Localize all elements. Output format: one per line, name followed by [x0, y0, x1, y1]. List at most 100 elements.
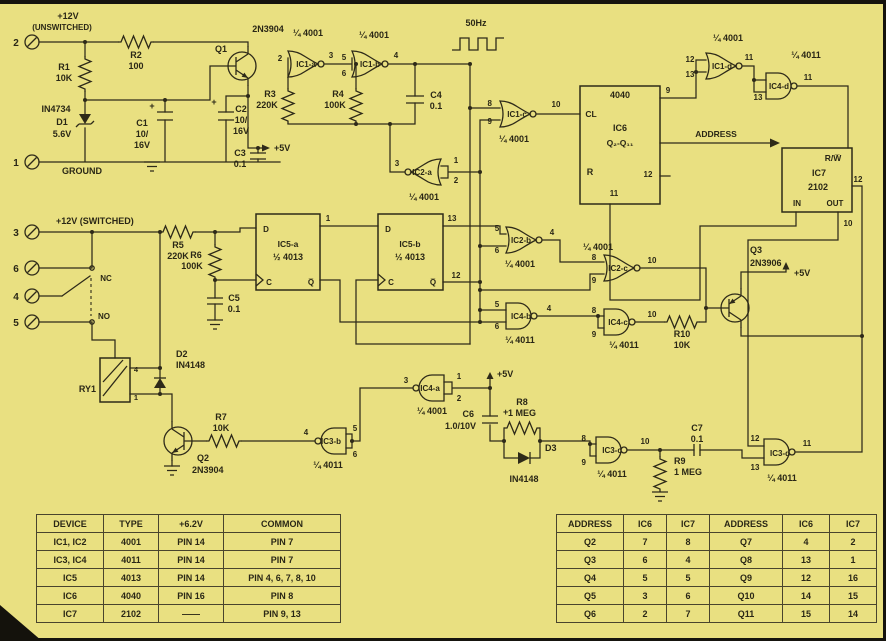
- label-c5-val: 0.1: [228, 304, 241, 314]
- label-c1-val1: 10/: [136, 129, 149, 139]
- wires-top-right: [609, 59, 863, 453]
- column-header: +6.2V: [158, 514, 224, 533]
- label-ic3c-frac: ¼ 4011: [597, 469, 627, 479]
- photo-edge-top: [0, 0, 886, 4]
- column-header: IC7: [829, 514, 877, 533]
- column-header: ADDRESS: [709, 514, 783, 533]
- table-cell: IC5: [36, 568, 104, 587]
- label-ic4c-pin8: 8: [592, 306, 597, 315]
- terminals: [24, 34, 95, 330]
- label-plus5v-q3: +5V: [794, 268, 810, 278]
- label-ic1c-ref: IC1-c: [507, 110, 527, 119]
- ic7-box: [781, 147, 853, 213]
- label-ic2a-frac: ¼ 4001: [409, 192, 439, 202]
- ground-icon: [206, 319, 224, 330]
- label-ic7-part: 2102: [808, 182, 828, 192]
- schematic-labels: 2+12V(UNSWITCHED)R21002N3904Q1R110KIN473…: [13, 11, 863, 484]
- table-cell: IC1, IC2: [36, 532, 104, 551]
- ground-icon: [163, 465, 181, 476]
- table-cell: Q10: [709, 586, 783, 605]
- label-plus5v-top: +5V: [274, 143, 290, 153]
- label-ic1b-frac: ¼ 4001: [359, 30, 389, 40]
- label-ground-label: GROUND: [62, 166, 102, 176]
- label-d1-ref: D1: [56, 117, 68, 127]
- label-c3-ref: C3: [234, 148, 246, 158]
- table-cell: 13: [782, 550, 830, 569]
- plus5v-arrow-icon: [486, 372, 494, 379]
- column-header: IC6: [782, 514, 830, 533]
- label-ic1a-frac: ¼ 4001: [293, 28, 323, 38]
- label-r5-val: 220K: [167, 251, 189, 261]
- table-cell: 14: [829, 604, 877, 623]
- label-c2-val2: 16V: [233, 126, 249, 136]
- label-r6-val: 100K: [181, 261, 203, 271]
- wires-middle: [38, 225, 863, 359]
- label-r10-val: 10K: [674, 340, 691, 350]
- label-c1-val2: 16V: [134, 140, 150, 150]
- label-ic3b-pin4: 4: [304, 428, 309, 437]
- table-cell: 7: [623, 532, 667, 551]
- label-r7-val: 10K: [213, 423, 230, 433]
- capacitors: [157, 95, 701, 456]
- label-ic1b-ref: IC1-b: [360, 60, 380, 69]
- label-q1-part: 2N3904: [252, 24, 284, 34]
- table-cell: 4040: [103, 586, 159, 605]
- label-c2-val1: 10/: [235, 115, 248, 125]
- label-ic5b-qbar: Q̅: [430, 278, 436, 287]
- table-cell: ——: [158, 604, 224, 623]
- column-header: DEVICE: [36, 514, 104, 533]
- label-plus5v-mid: +5V: [497, 369, 513, 379]
- label-c2-ref: C2: [235, 104, 247, 114]
- resistor-r1-icon: [78, 55, 92, 93]
- resistor-r3-icon: [281, 87, 295, 125]
- table-cell: 2102: [103, 604, 159, 623]
- terminal-1-icon: [24, 154, 40, 170]
- table-cell: 4011: [103, 550, 159, 569]
- label-r4-val: 100K: [324, 100, 346, 110]
- label-ic2c-pin9: 9: [592, 276, 597, 285]
- label-ic5b-half: ½ 4013: [395, 252, 425, 262]
- label-ic7-pin12: 12: [854, 175, 863, 184]
- label-ic3c-pin10: 10: [641, 437, 650, 446]
- label-ic4b-ref: IC4-b: [511, 312, 531, 321]
- terminal-2-icon: [24, 34, 40, 50]
- label-q3-part: 2N3906: [750, 258, 782, 268]
- column-header: IC7: [666, 514, 710, 533]
- label-q1-ref: Q1: [215, 44, 227, 54]
- resistor-r8-icon: [503, 421, 541, 435]
- resistor-r4-icon: [349, 87, 363, 125]
- label-c6-ref: C6: [462, 409, 474, 419]
- label-ic2a-ref: IC2-a: [412, 168, 432, 177]
- label-ic4b-pin6: 6: [495, 322, 500, 331]
- table-cell: 4: [782, 532, 830, 551]
- label-r6-ref: R6: [190, 250, 202, 260]
- terminal-5-icon: [24, 314, 40, 330]
- plus5v-arrow-icon: [262, 144, 270, 152]
- label-d1-part: IN4734: [41, 104, 70, 114]
- label-ic7-rw: R/W̅: [825, 153, 843, 163]
- ic5b-box: [377, 213, 444, 291]
- table-cell: 15: [829, 586, 877, 605]
- diode-d3-icon: [518, 452, 531, 464]
- diode-d2-icon: [154, 377, 166, 388]
- table-cell: PIN 7: [223, 532, 341, 551]
- label-ic5b-pin13: 13: [448, 214, 457, 223]
- label-ic3d-ref: IC3-d: [770, 449, 790, 458]
- label-ic4b-frac: ¼ 4011: [505, 335, 535, 345]
- label-ic2c-ref: IC2-c: [608, 264, 628, 273]
- label-switch-no: NO: [98, 312, 110, 321]
- photo-edge-right: [883, 0, 886, 641]
- label-d2-part: IN4148: [176, 360, 205, 370]
- label-r7-ref: R7: [215, 412, 227, 422]
- label-ic2b-pin6: 6: [495, 246, 500, 255]
- label-ic5b-pin12: 12: [452, 271, 461, 280]
- label-ic2c-pin10: 10: [648, 256, 657, 265]
- label-c3-val: 0.1: [234, 159, 247, 169]
- zener-d1-icon: [75, 114, 95, 128]
- label-ic6-pin9: 9: [666, 86, 671, 95]
- label-ic6-pin12: 12: [644, 170, 653, 179]
- terminal-6-icon: [24, 260, 40, 276]
